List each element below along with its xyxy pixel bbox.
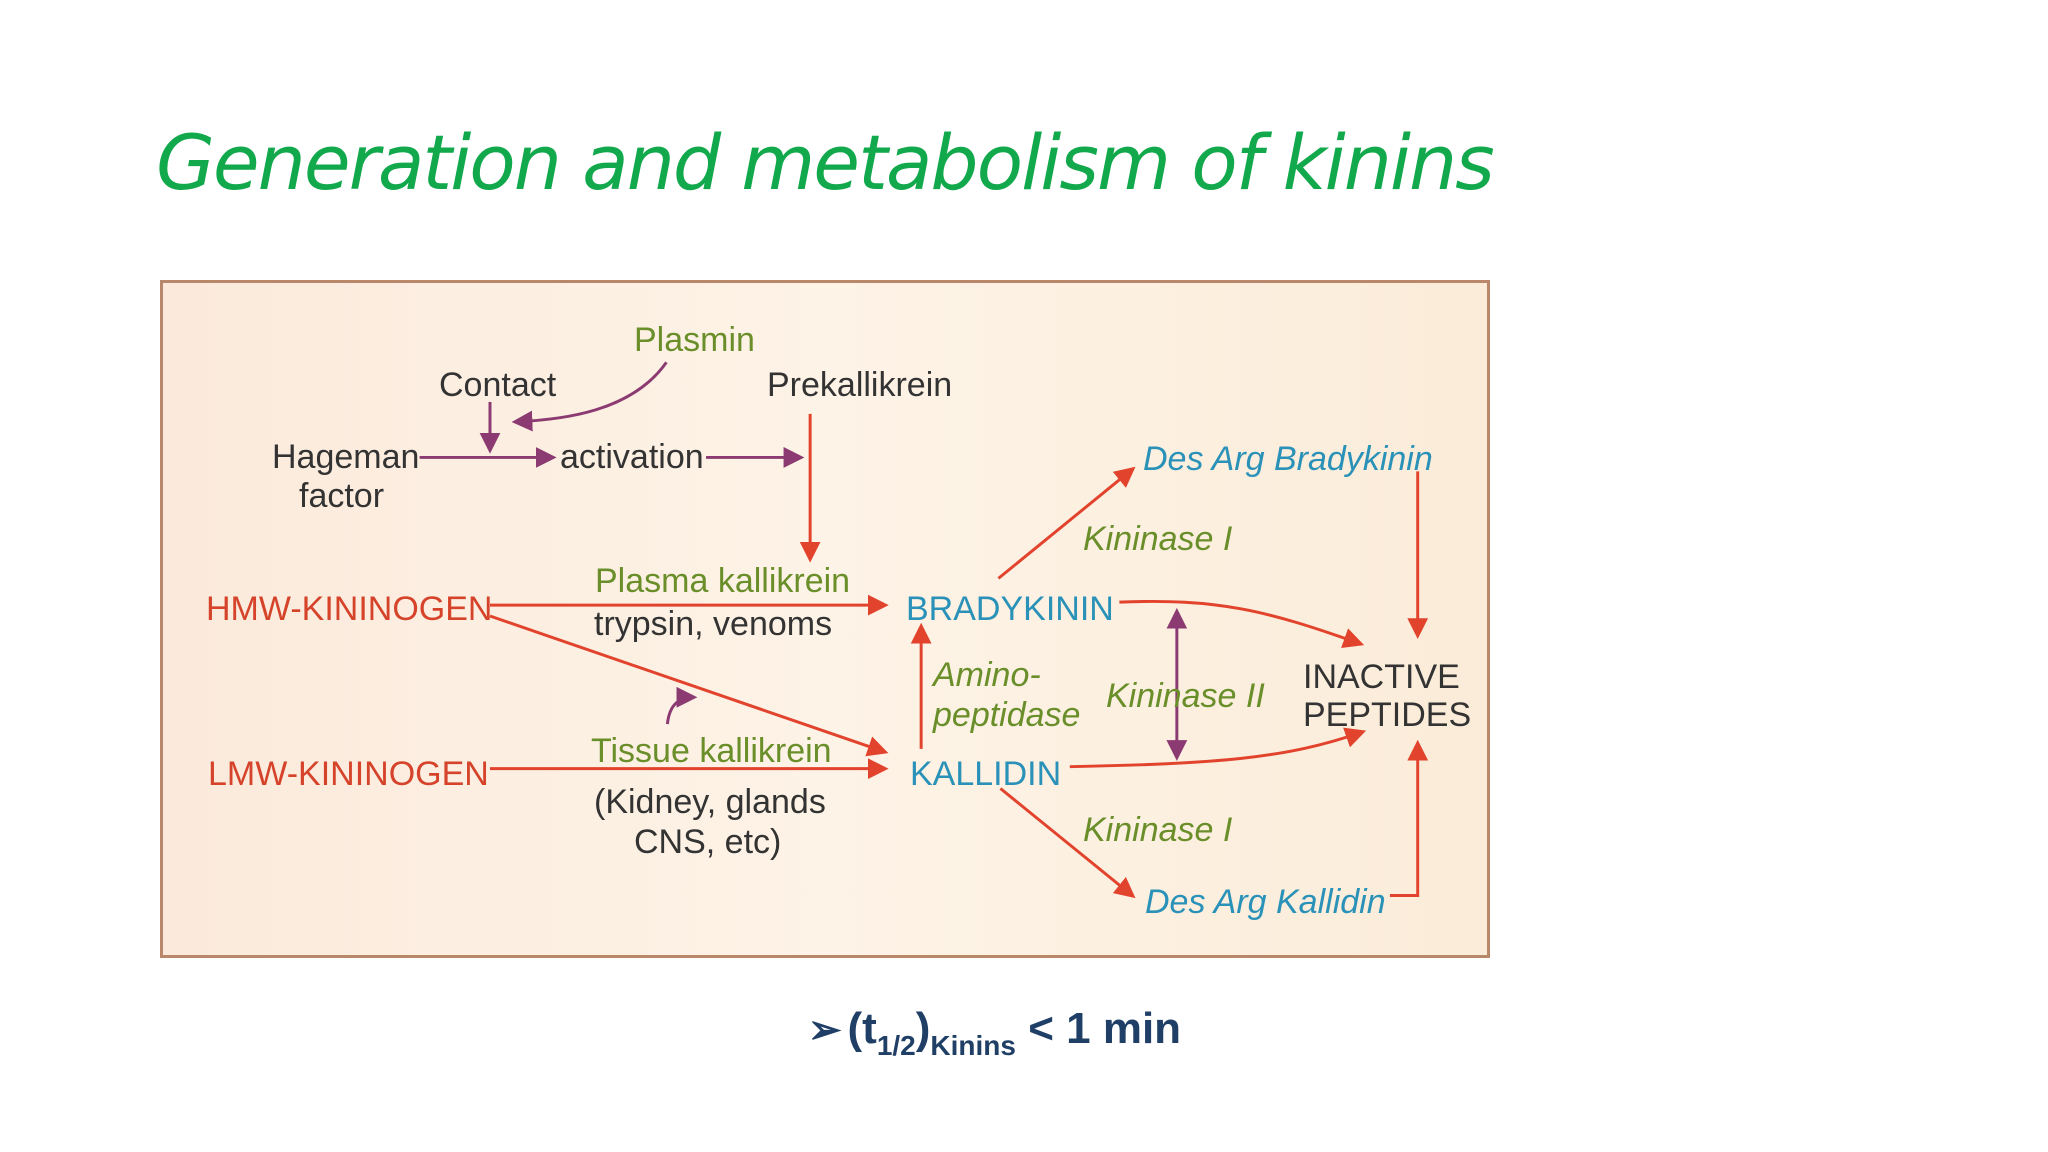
label-contact: Contact bbox=[439, 366, 557, 404]
label-kallidin: KALLIDIN bbox=[910, 755, 1062, 793]
label-kidney-glands: (Kidney, glands bbox=[594, 783, 826, 821]
half-life-subscript: 1/2 bbox=[876, 1030, 916, 1061]
label-tissue-kallikrein: Tissue kallikrein bbox=[591, 732, 832, 770]
label-amino: Amino- bbox=[933, 656, 1041, 694]
label-hmw-kininogen: HMW-KININOGEN bbox=[206, 590, 493, 628]
kinins-subscript: Kinins bbox=[930, 1030, 1016, 1061]
arrow-kallidin-desarg bbox=[999, 787, 1136, 899]
arrow-kallidin-inactive bbox=[1069, 727, 1367, 769]
label-plasmin: Plasmin bbox=[634, 321, 755, 359]
half-life-open: (t bbox=[847, 1004, 877, 1053]
label-peptidase: peptidase bbox=[933, 696, 1081, 734]
label-trypsin-venoms: trypsin, venoms bbox=[594, 605, 833, 643]
arrow-hmw-kallidin bbox=[489, 614, 889, 757]
label-inactive: INACTIVE bbox=[1303, 658, 1460, 696]
arrow-tissue-curl bbox=[665, 686, 698, 725]
half-life-close: ) bbox=[915, 1004, 931, 1053]
half-life-value: < 1 min bbox=[1015, 1004, 1182, 1053]
diagram-arrows bbox=[419, 361, 1429, 899]
arrow-plasmin-curve bbox=[511, 361, 668, 432]
label-hageman: Hageman bbox=[272, 438, 420, 476]
label-lmw-kininogen: LMW-KININOGEN bbox=[208, 755, 489, 793]
label-cns-etc: CNS, etc) bbox=[634, 823, 782, 861]
label-peptides: PEPTIDES bbox=[1303, 696, 1472, 734]
kinin-pathway-diagram: Plasmin Contact Prekallikrein Hageman fa… bbox=[160, 280, 1490, 958]
label-des-arg-bradykinin: Des Arg Bradykinin bbox=[1143, 440, 1433, 478]
label-kininase-i-top: Kininase I bbox=[1083, 520, 1233, 558]
half-life-bullet: ➢(t1/2)Kinins < 1 min bbox=[808, 1004, 1181, 1062]
label-des-arg-kallidin: Des Arg Kallidin bbox=[1145, 883, 1386, 921]
label-activation: activation bbox=[560, 438, 704, 476]
bullet-arrow-icon: ➢ bbox=[808, 1008, 842, 1052]
label-factor: factor bbox=[299, 477, 385, 515]
label-plasma-kallikrein: Plasma kallikrein bbox=[595, 562, 851, 600]
slide-title: Generation and metabolism of kinins bbox=[156, 118, 1495, 207]
label-kininase-i-bottom: Kininase I bbox=[1083, 811, 1233, 849]
label-kininase-ii: Kininase II bbox=[1106, 677, 1265, 715]
arrow-bradykinin-desarg bbox=[997, 466, 1136, 580]
label-prekallikrein: Prekallikrein bbox=[767, 366, 953, 404]
arrow-desarg-kallidin-inactive bbox=[1389, 739, 1429, 898]
label-bradykinin: BRADYKININ bbox=[906, 590, 1114, 628]
arrow-bradykinin-inactive bbox=[1119, 599, 1365, 648]
